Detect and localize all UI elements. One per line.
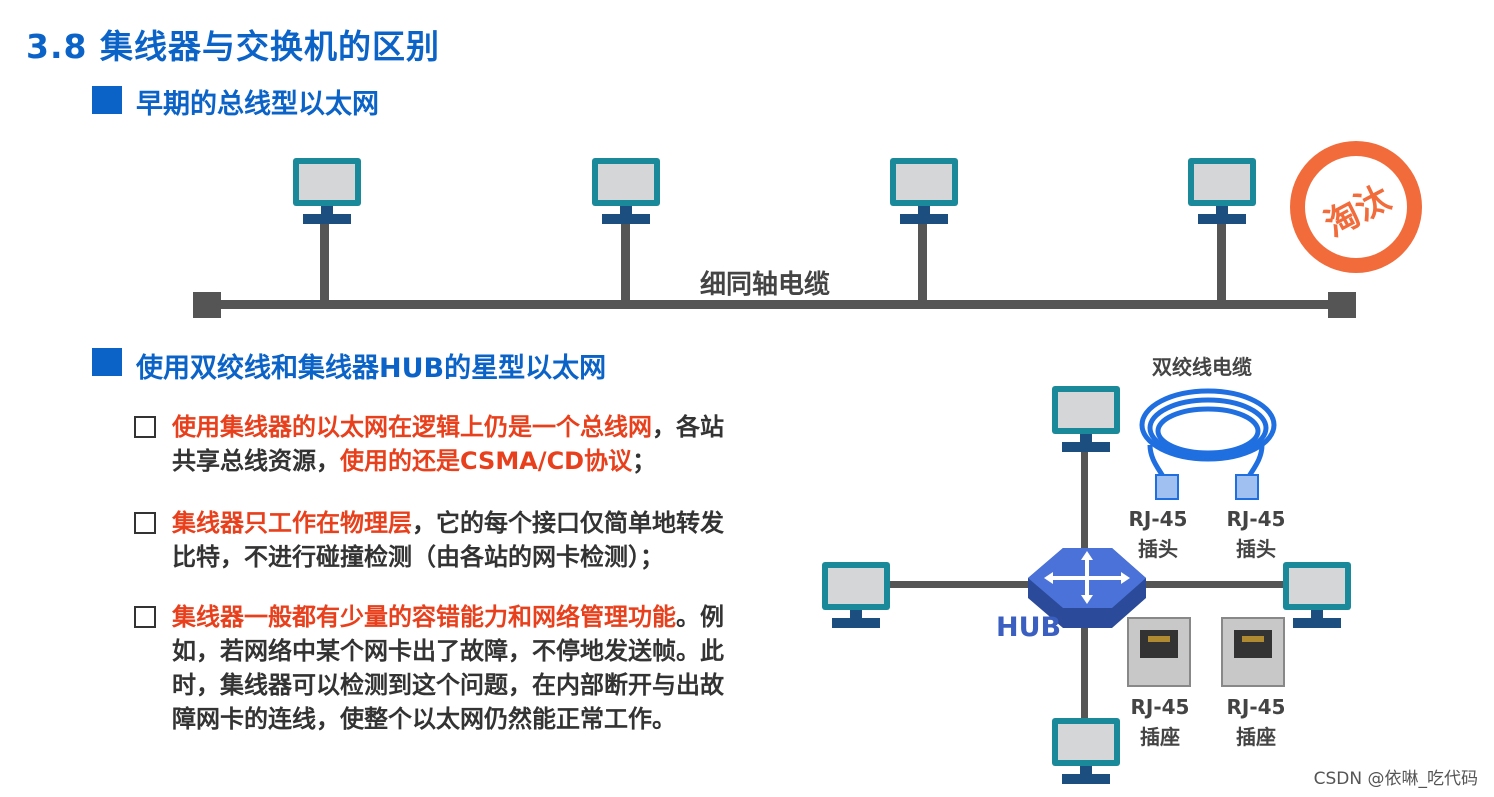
obsolete-stamp-icon [1290,141,1422,273]
hub-label: HUB [996,612,1062,643]
bullet-text: 使用集线器的以太网在逻辑上仍是一个总线网，各站 共享总线资源，使用的还是CSMA… [172,410,772,478]
section-bullet-square [92,348,122,376]
checkbox-icon [134,512,156,534]
bullet-line: 时，集线器可以检测到这个问题，在内部断开与出故 [172,671,724,699]
computer-icon [822,562,890,628]
terminator-left [193,292,221,318]
bullet-line: 集线器一般都有少量的容错能力和网络管理功能。例 [172,603,724,631]
computer-icon [1052,718,1120,784]
computer-icon [1052,386,1120,452]
bullet-line: 使用集线器的以太网在逻辑上仍是一个总线网，各站 [172,413,724,441]
bullet-text: 集线器只工作在物理层，它的每个接口仅简单地转发 比特，不进行碰撞检测（由各站的网… [172,506,772,574]
bus-cable [193,220,1356,318]
cable-label: 细同轴电缆 [700,270,831,300]
cable-title: 双绞线电缆 [1152,355,1252,379]
bullet-line: 比特，不进行碰撞检测（由各站的网卡检测）； [172,543,664,571]
page-title: 3.8 集线器与交换机的区别 [26,27,440,66]
computer-icon [1188,158,1256,224]
checkbox-icon [134,416,156,438]
rj45-plug-icon [1155,474,1259,500]
section-bullet-square [92,86,122,114]
terminator-right [1328,292,1356,318]
computer-icon [293,158,361,224]
watermark: CSDN @依啉_吃代码 [1313,769,1478,789]
checkbox-icon [134,606,156,628]
rj45-jack-icon [1127,617,1191,687]
bullet-text: 集线器一般都有少量的容错能力和网络管理功能。例 如，若网络中某个网卡出了故障，不… [172,600,772,736]
twisted-pair-cable-icon [1139,388,1277,482]
computer-icon [1283,562,1351,628]
bullet-line: 如，若网络中某个网卡出了故障，不停地发送帧。此 [172,637,724,665]
rj45-jack-icon [1221,617,1285,687]
section2-title: 使用双绞线和集线器HUB的星型以太网 [136,353,607,384]
hub-icon [1028,548,1146,628]
computer-icon [890,158,958,224]
bullet-line: 集线器只工作在物理层，它的每个接口仅简单地转发 [172,509,724,537]
bullet-line: 障网卡的连线，使整个以太网仍然能正常工作。 [172,705,676,733]
computer-icon [592,158,660,224]
section1-title: 早期的总线型以太网 [136,89,379,120]
bullet-line: 共享总线资源，使用的还是CSMA/CD协议； [172,447,657,475]
